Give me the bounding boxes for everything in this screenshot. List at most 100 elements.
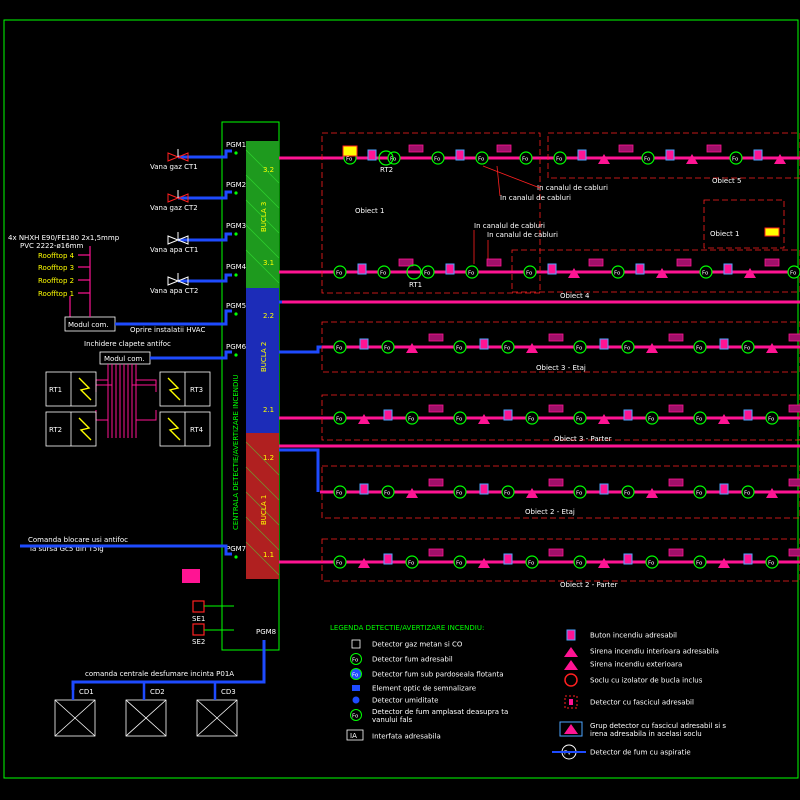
io-module-icon	[496, 144, 512, 153]
legend-item: Fo Detector fum sub pardoseala flotanta	[350, 668, 504, 680]
call-point-icon	[743, 409, 753, 421]
pgm-terminal-1	[234, 151, 238, 155]
rt-label: RT2	[49, 426, 62, 434]
rt-label: RT4	[190, 426, 204, 434]
io-module-icon	[706, 144, 722, 153]
detector-glyph: Fo	[768, 417, 775, 423]
valve-3: Vana apa CT1	[150, 232, 232, 254]
smoke-detector-icon: Fo	[693, 485, 707, 499]
smoke-detector-icon: Fo	[729, 151, 743, 165]
legend-label: Detector fum sub pardoseala flotanta	[372, 671, 504, 679]
pgm-label-8: PGM8	[256, 628, 276, 636]
rooftop-item: Roofftop 2	[38, 277, 90, 285]
io-module-icon	[486, 258, 502, 267]
detector-glyph: Fo	[644, 157, 651, 163]
legend-label: Detector de fum cu aspiratie	[590, 749, 691, 757]
call-point-icon	[503, 409, 513, 421]
legend-item: Detector umiditate	[352, 696, 438, 705]
gas-co-detector-icon	[351, 639, 361, 649]
smoke-detector-icon: Fo	[611, 265, 625, 279]
legend-label: Interfata adresabila	[372, 733, 441, 741]
smoke-detector-icon: Fo	[699, 265, 713, 279]
siren-icon	[686, 154, 698, 164]
legend-label: Sirena incendiu exterioara	[590, 661, 682, 669]
call-point-icon	[455, 149, 465, 161]
smoke-detector-icon: Fo	[765, 411, 779, 425]
rt1-small-label: RT1	[409, 281, 422, 289]
legend-label: Detector umiditate	[372, 697, 438, 705]
loop1-label: BUCLA 1	[260, 495, 268, 525]
smoke-detector-icon: Fo	[333, 485, 347, 499]
call-point-icon	[577, 149, 587, 161]
control-panel: CENTRALA DETECTIE/AVERTIZARE INCENDIU BU…	[221, 121, 280, 651]
cd-unit-3: CD3	[196, 682, 238, 737]
detector-glyph: Fo	[336, 346, 343, 352]
detector-glyph: Fo	[336, 491, 343, 497]
io-module-icon	[668, 478, 684, 487]
floor-smoke-detector-icon: Fo	[350, 668, 362, 680]
io-module-icon	[588, 258, 604, 267]
call-point-icon	[719, 483, 729, 495]
siren-icon	[598, 558, 610, 568]
pgm-label-4: PGM4	[226, 263, 247, 271]
valve-icon	[167, 193, 180, 203]
detector-glyph: Fo	[346, 157, 353, 163]
valve-label: Vana apa CT2	[150, 287, 198, 295]
call-point-icon	[359, 338, 369, 350]
call-point-icon	[503, 553, 513, 565]
call-point-icon	[383, 409, 393, 421]
siren-icon	[406, 488, 418, 498]
se1-box	[192, 600, 205, 613]
io-module-icon	[548, 548, 564, 557]
legend-glyph: Fo	[352, 714, 359, 720]
smoke-detector-icon: Fo	[453, 555, 467, 569]
call-point-icon	[599, 483, 609, 495]
hvac-section: 4x NHXH E90/FE180 2x1,5mmp PVC 2222-ø16m…	[8, 234, 232, 334]
object-enclosures	[321, 132, 800, 582]
cable-spec-line1: 4x NHXH E90/FE180 2x1,5mmp	[8, 234, 120, 242]
optical-signal-icon	[352, 685, 360, 691]
siren-icon	[406, 343, 418, 353]
pgm-terminal-3	[234, 232, 238, 236]
rooftop-item: Roofftop 4	[38, 252, 90, 260]
smoke-detector-icon: Fo	[333, 340, 347, 354]
siren-icon	[718, 558, 730, 568]
object3e-zone	[321, 321, 800, 373]
detector-glyph: Fo	[696, 491, 703, 497]
io-module-icon	[548, 404, 564, 413]
alarm-siren	[182, 569, 200, 583]
smoke-detector-icon: Fo	[741, 485, 755, 499]
call-point-icon	[623, 409, 633, 421]
siren-icon	[766, 343, 778, 353]
object1b-label: Obiect 1	[710, 230, 739, 238]
legend-label: Sirena incendiu interioara adresabila	[590, 648, 719, 656]
legend-item: Element optic de semnalizare	[352, 685, 476, 693]
detector-glyph: Fo	[528, 417, 535, 423]
optical-signal-icon	[764, 227, 780, 237]
valve-icon	[167, 235, 180, 245]
siren-icon	[478, 558, 490, 568]
detector-glyph: Fo	[648, 417, 655, 423]
detector-glyph: Fo	[576, 417, 583, 423]
detector-glyph: Fo	[336, 561, 343, 567]
legend-item: Buton incendiu adresabil	[566, 629, 677, 641]
io-module-icon	[618, 144, 634, 153]
door-command: Comanda blocare usi antifoc la sursa Gc5…	[20, 536, 232, 556]
detector-glyph: Fo	[456, 346, 463, 352]
detector-glyph: Fo	[576, 346, 583, 352]
call-point-icon	[723, 263, 733, 275]
detector-glyph: Fo	[624, 491, 631, 497]
pgm-label-7: PGM7	[226, 545, 246, 553]
legend: LEGENDA DETECTIE/AVERTIZARE INCENDIU: De…	[330, 624, 726, 760]
valve-2: Vana gaz CT2	[150, 190, 232, 212]
siren-icon	[718, 414, 730, 424]
call-point-icon	[719, 338, 729, 350]
door-command-line2: la sursa Gc5 din T5ig	[30, 545, 104, 553]
smoke-detector-icon: Fo	[405, 411, 419, 425]
terminal-3-1: 3.1	[263, 259, 274, 267]
terminal-2-1: 2.1	[263, 406, 274, 414]
smoke-detector-icon: Fo	[693, 411, 707, 425]
